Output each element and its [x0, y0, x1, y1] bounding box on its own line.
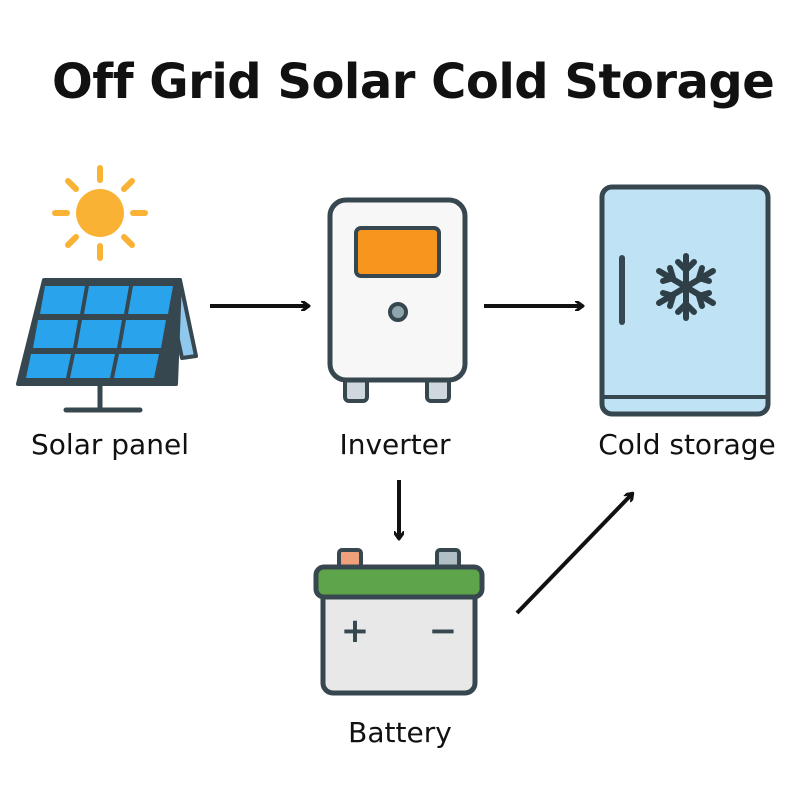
battery-icon: + − [313, 548, 485, 696]
battery-label: Battery [348, 716, 452, 749]
solar-panel-label: Solar panel [31, 428, 189, 461]
cold-storage-label: Cold storage [598, 428, 776, 461]
inverter-label: Inverter [339, 428, 451, 461]
arrow-battery-to-cold-storage [515, 494, 632, 615]
solar-panel-icon [16, 278, 198, 413]
cold-storage-icon [599, 184, 771, 417]
battery-negative-symbol: − [429, 611, 458, 651]
diagram-title: Off Grid Solar Cold Storage [52, 54, 775, 110]
battery-positive-symbol: + [341, 611, 370, 651]
snowflake-icon [656, 253, 716, 321]
inverter-icon [327, 197, 468, 403]
sun-icon [52, 165, 148, 261]
